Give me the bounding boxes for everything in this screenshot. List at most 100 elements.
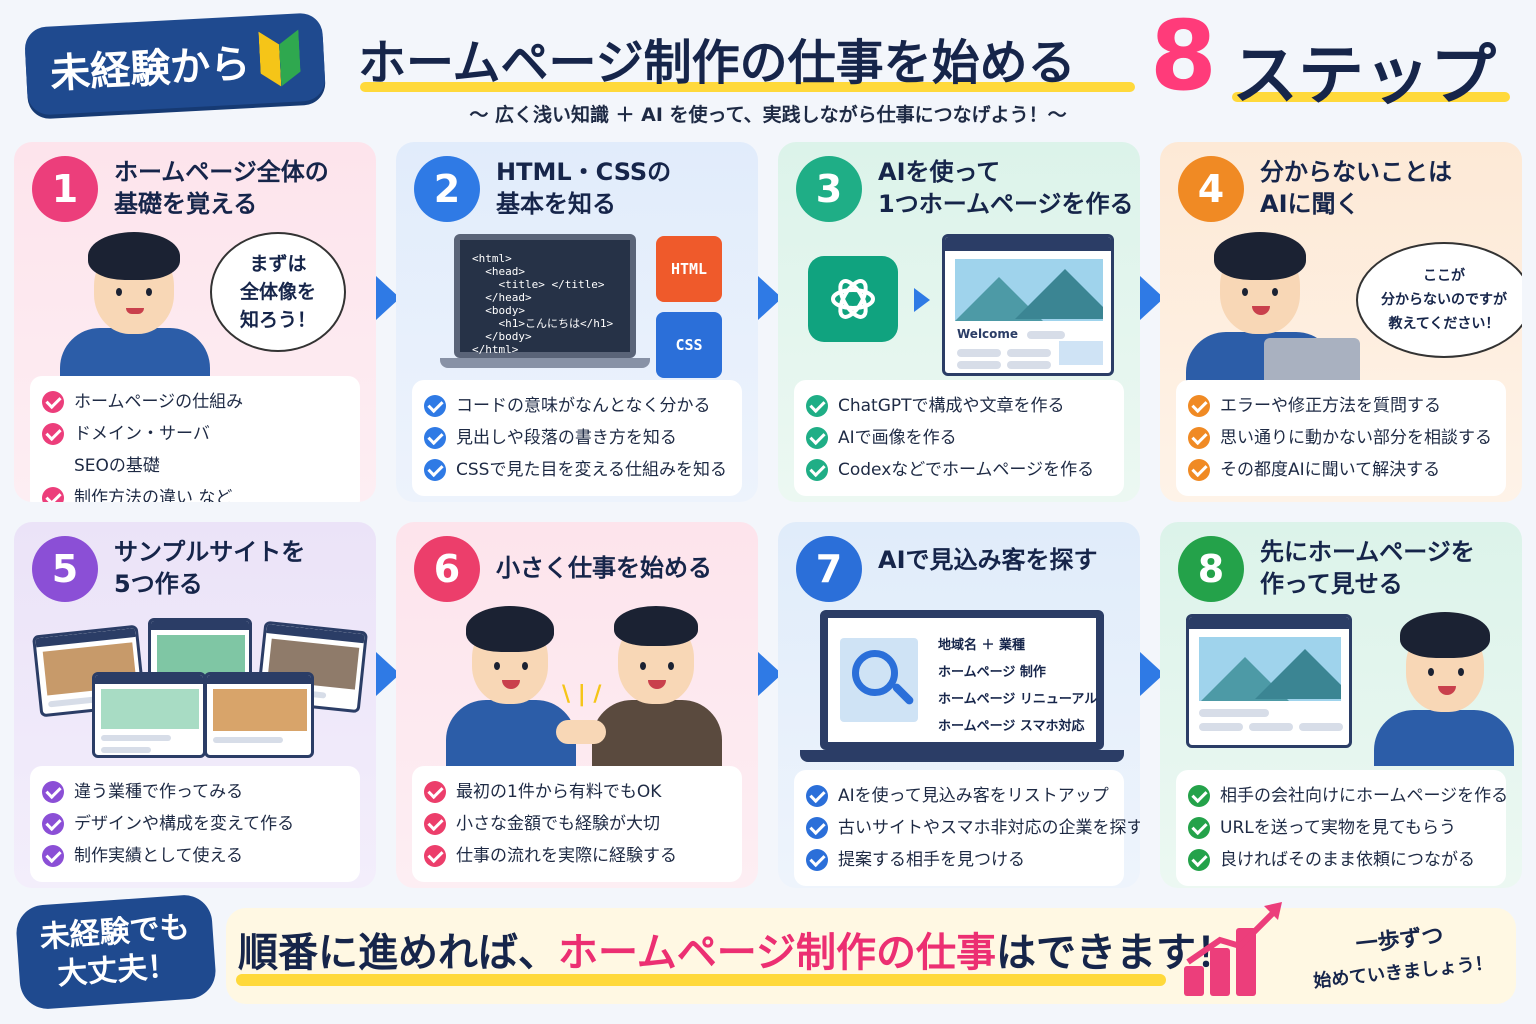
list-item: 違う業種で作ってみる — [42, 776, 350, 808]
step-checklist-8: 相手の会社向けにホームページを作る URLを送って実物を見てもらう 良ければその… — [1176, 770, 1508, 886]
thinking-person-icon — [60, 228, 210, 384]
growth-chart-icon — [1184, 900, 1284, 996]
step-number-7: 7 — [796, 536, 862, 602]
search-icon — [852, 650, 898, 696]
step-illustration-3: Welcome — [778, 228, 1140, 378]
check-icon — [424, 459, 446, 481]
beginner-badge-label: 未経験から — [49, 41, 252, 98]
step-illustration-6: \ | / — [396, 604, 758, 766]
step-card-4: 4 分からないことは AIに聞く ここが 分からないのですが 教えてください！ — [1160, 142, 1522, 502]
step-card-5: 5 サンプルサイトを 5つ作る — [14, 522, 376, 888]
footer-underline — [236, 974, 1166, 986]
website-mockup — [1186, 614, 1352, 748]
handshake-icon — [556, 720, 606, 744]
list-item: 相手の会社向けにホームページを作る — [1188, 780, 1508, 812]
list-item: 思い通りに動かない部分を相談する — [1188, 422, 1496, 454]
step-checklist-6: 最初の1件から有料でもOK 小さな金額でも経験が大切 仕事の流れを実際に経験する — [412, 766, 742, 882]
list-item: AIを使って見込み客をリストアップ — [806, 780, 1114, 812]
laptop-code-screen: <html> <head> <title> </title> </head> <… — [454, 234, 636, 358]
step-title-6: 小さく仕事を始める — [496, 554, 712, 582]
steps-underline — [1232, 92, 1510, 102]
check-icon — [42, 813, 64, 835]
check-icon — [424, 845, 446, 867]
list-item: 提案する相手を見つける — [806, 844, 1114, 876]
check-icon — [1188, 817, 1210, 839]
list-item: Codexなどでホームページを作る — [806, 454, 1114, 486]
step-number-2: 2 — [414, 156, 480, 222]
list-item: コードの意味がなんとなく分かる — [424, 390, 732, 422]
list-item: 最初の1件から有料でもOK — [424, 776, 732, 808]
list-item: AIで画像を作る — [806, 422, 1114, 454]
code-snippet: <html> <head> <title> </title> </head> <… — [472, 252, 614, 356]
list-item: 制作方法の違い など — [42, 482, 350, 502]
list-item: 古いサイトやスマホ非対応の企業を探す — [806, 812, 1140, 844]
step-checklist-3: ChatGPTで構成や文章を作る AIで画像を作る Codexなどでホームページ… — [794, 380, 1124, 496]
list-item: 制作実績として使える — [42, 840, 350, 872]
welcome-text: Welcome — [957, 327, 1019, 341]
check-icon — [42, 487, 64, 502]
step-illustration-1: まずは 全体像を 知ろう！ — [14, 228, 376, 384]
step-number-8: 8 — [1178, 536, 1244, 602]
page-subtitle: 〜 広く浅い知識 ＋ AI を使って、実践しながら仕事につなげよう！〜 — [469, 104, 1067, 126]
pointing-person-icon — [1366, 610, 1516, 766]
steps-word: ステップ — [1232, 37, 1496, 114]
list-item: 見出しや段落の書き方を知る — [424, 422, 732, 454]
check-icon — [42, 423, 64, 445]
footer-badge: 未経験でも 大丈夫！ — [14, 893, 218, 1011]
step-number-6: 6 — [414, 536, 480, 602]
check-icon — [42, 781, 64, 803]
arrow-right-icon — [914, 288, 930, 312]
laptop-icon — [1264, 338, 1360, 380]
young-person-icon — [446, 604, 576, 766]
step-illustration-8 — [1160, 610, 1522, 766]
check-icon — [806, 817, 828, 839]
check-icon — [806, 395, 828, 417]
sample-site-mockup — [92, 672, 206, 758]
page-title: ホームページ制作の仕事を始める — [358, 35, 1076, 91]
list-item: 小さな金額でも経験が大切 — [424, 808, 732, 840]
check-icon — [1188, 459, 1210, 481]
step-title-3: AIを使って 1つホームページを作る — [878, 158, 1134, 218]
step-number-3: 3 — [796, 156, 862, 222]
step-title-7: AIで見込み客を探す — [878, 546, 1098, 574]
step-card-1: 1 ホームページ全体の 基礎を覚える まずは 全体像を 知ろう！ — [14, 142, 376, 502]
laptop-base — [800, 750, 1124, 762]
check-icon — [424, 395, 446, 417]
search-terms: 地域名 ＋ 業種 ホームページ 制作 ホームページ リニューアル ホームページ … — [938, 638, 1098, 734]
list-item: デザインや構成を変えて作る — [42, 808, 350, 840]
check-icon — [42, 845, 64, 867]
step-card-3: 3 AIを使って 1つホームページを作る — [778, 142, 1140, 502]
steps-number: 8 — [1150, 0, 1217, 112]
step-checklist-4: エラーや修正方法を質問する 思い通りに動かない部分を相談する その都度AIに聞い… — [1176, 380, 1506, 496]
step-number-1: 1 — [32, 156, 98, 222]
list-item: 良ければそのまま依頼につながる — [1188, 844, 1496, 876]
step-card-7: 7 AIで見込み客を探す 地域名 ＋ 業種 ホームページ 制作 ホームページ リ… — [778, 522, 1140, 888]
footer-banner — [226, 908, 1516, 1004]
step-card-8: 8 先にホームページを 作って見せる — [1160, 522, 1522, 888]
sparkle-icon: \ | / — [562, 682, 602, 707]
list-item: 仕事の流れを実際に経験する — [424, 840, 732, 872]
step-title-5: サンプルサイトを 5つ作る — [114, 538, 306, 598]
check-icon — [424, 781, 446, 803]
list-item: エラーや修正方法を質問する — [1188, 390, 1496, 422]
check-icon — [806, 459, 828, 481]
check-icon — [42, 391, 64, 413]
website-mockup: Welcome — [942, 234, 1114, 376]
html-book-icon: HTML — [656, 236, 722, 302]
step-title-4: 分からないことは AIに聞く — [1260, 158, 1452, 218]
check-icon — [1188, 785, 1210, 807]
list-item: ホームページの仕組み — [42, 386, 350, 418]
footer-message: 順番に進めれば、ホームページ制作の仕事はできます！ — [238, 930, 1236, 976]
step-checklist-5: 違う業種で作ってみる デザインや構成を変えて作る 制作実績として使える — [30, 766, 360, 882]
list-item: CSSで見た目を変える仕組みを知る — [424, 454, 732, 486]
css-book-icon: CSS — [656, 312, 722, 378]
check-icon — [1188, 849, 1210, 871]
check-icon — [1188, 395, 1210, 417]
step-card-2: 2 HTML・CSSの 基本を知る <html> <head> <title> … — [396, 142, 758, 502]
check-icon — [806, 785, 828, 807]
list-item: URLを送って実物を見てもらう — [1188, 812, 1496, 844]
chatgpt-logo-icon — [808, 256, 898, 342]
check-icon — [806, 427, 828, 449]
check-icon — [424, 427, 446, 449]
